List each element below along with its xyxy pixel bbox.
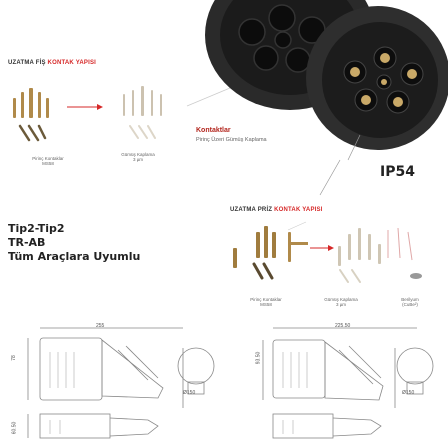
plug-dim-diameter: Ø150 bbox=[183, 390, 196, 396]
plug-dim-height: 78 bbox=[10, 355, 17, 361]
product-standard: TR-AB bbox=[8, 236, 46, 249]
socket-technical-drawing bbox=[262, 327, 434, 439]
socket-dim-width: 225.50 bbox=[335, 323, 351, 329]
plug-dim-bottom: 60.50 bbox=[11, 421, 18, 435]
socket-section-title: UZATMA PRİZ KONTAK YAPISI bbox=[230, 207, 323, 213]
plug-cap-silver: Gümüş Kaplama 3 µm bbox=[121, 152, 155, 162]
socket-contacts-illustration bbox=[233, 221, 422, 283]
plug-technical-drawing bbox=[27, 327, 215, 439]
socket-cap-beryllium: Berilyum (CuBe²) bbox=[401, 297, 419, 307]
socket-cap-brass: Pirinç Kontaklar MS58 bbox=[250, 297, 282, 307]
pointer-lines bbox=[319, 134, 361, 196]
ip-rating: IP54 bbox=[380, 164, 415, 180]
plug-contacts-illustration bbox=[13, 86, 231, 142]
plug-cap-brass: Pirinç Kontaklar MS58 bbox=[32, 156, 64, 166]
socket-dim-height: 93.50 bbox=[255, 351, 262, 365]
plug-section-title: UZATMA FİŞ KONTAK YAPISI bbox=[8, 60, 96, 66]
product-info: Tip2-Tip2 TR-AB Tüm Araçlara Uyumlu bbox=[8, 222, 140, 264]
connector-photo bbox=[205, 0, 448, 150]
contacts-label: Kontaktlar Pirinç Üzeri Gümüş Kaplama bbox=[196, 127, 267, 143]
socket-dim-diameter: Ø150 bbox=[402, 390, 415, 396]
plug-title-black: UZATMA FİŞ bbox=[8, 60, 46, 66]
socket-cap-silver: Gümüş Kaplama 3 µm bbox=[324, 297, 358, 307]
socket-title-red: KONTAK YAPISI bbox=[274, 207, 323, 213]
product-type: Tip2-Tip2 bbox=[8, 222, 65, 235]
plug-dim-width: 255 bbox=[96, 323, 105, 329]
product-compat: Tüm Araçlara Uyumlu bbox=[8, 250, 141, 263]
plug-title-red: KONTAK YAPISI bbox=[47, 60, 97, 66]
socket-title-black: UZATMA PRİZ bbox=[230, 207, 273, 213]
